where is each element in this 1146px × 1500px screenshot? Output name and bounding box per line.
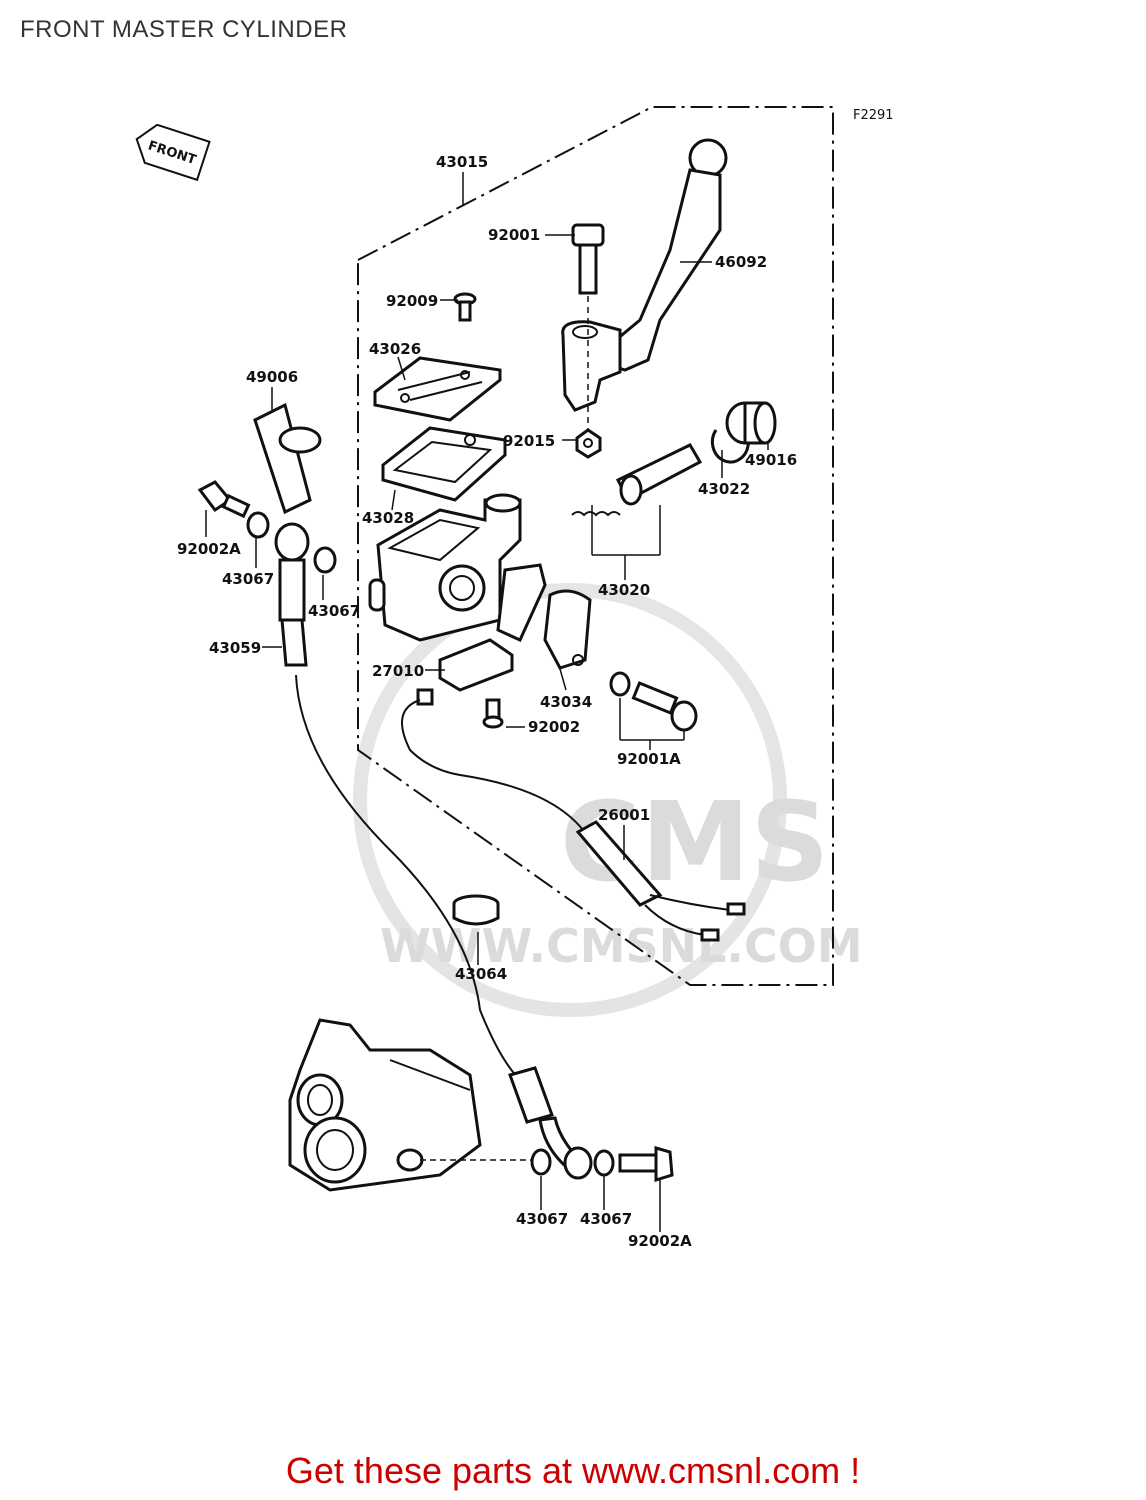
part-label-43067-a: 43067: [222, 570, 274, 588]
handlebar-clamp: [496, 563, 592, 670]
reservoir-diaphragm: [381, 426, 507, 502]
assembly-boundary: [357, 106, 834, 986]
part-labels: 43015 92001 46092 92009 43026 49006 9201…: [177, 153, 797, 1250]
reservoir-cap: [373, 356, 502, 422]
piston-kit: [571, 443, 703, 580]
part-label-43067-b: 43067: [308, 602, 360, 620]
pivot-bolt: [571, 223, 605, 430]
cap-screw: [453, 292, 477, 322]
part-label-43067-c: 43067: [516, 1210, 568, 1228]
lever-nut: [575, 428, 602, 459]
banjo-bolt-bottom: [618, 1146, 674, 1183]
part-label-43059: 43059: [209, 639, 261, 657]
switch-screw: [482, 698, 504, 729]
part-label-43034: 43034: [540, 693, 592, 711]
part-label-92002: 92002: [528, 718, 580, 736]
banjo-fitting: [563, 1146, 593, 1180]
washer-top-left: [246, 511, 270, 539]
leader-lines: [205, 172, 769, 1232]
dust-boot: [725, 401, 777, 445]
part-label-26001: 26001: [598, 806, 650, 824]
reservoir-cover: [253, 402, 322, 515]
master-cylinder-body: [368, 493, 522, 642]
watermark-url-text: WWW.CMSNL.COM: [380, 919, 863, 973]
part-label-46092: 46092: [715, 253, 767, 271]
part-label-92015: 92015: [503, 432, 555, 450]
cms-watermark: CMS WWW.CMSNL.COM: [353, 583, 863, 1017]
washer-bottom-left: [530, 1148, 552, 1176]
part-label-43022: 43022: [698, 480, 750, 498]
front-arrow-label: FRONT: [146, 138, 198, 168]
part-label-92001: 92001: [488, 226, 540, 244]
figure-code: F2291: [853, 108, 894, 123]
part-label-43028: 43028: [362, 509, 414, 527]
part-label-92009: 92009: [386, 292, 438, 310]
washer-top-right: [313, 546, 337, 574]
switch-lead: [575, 820, 746, 942]
part-label-92002a-bottom: 92002A: [628, 1232, 692, 1250]
page-title: FRONT MASTER CYLINDER: [20, 16, 348, 43]
banjo-bolt-top: [197, 480, 251, 519]
part-label-43015: 43015: [436, 153, 488, 171]
part-label-43020: 43020: [598, 581, 650, 599]
grommet: [452, 894, 500, 926]
part-label-92002a-top: 92002A: [177, 540, 241, 558]
footer-promo-link[interactable]: Get these parts at www.cmsnl.com !: [285, 1450, 861, 1491]
part-label-43067-d: 43067: [580, 1210, 632, 1228]
brake-lever: [561, 138, 728, 412]
part-label-49016: 49016: [745, 451, 797, 469]
part-label-92001a: 92001A: [617, 750, 681, 768]
clamp-bolts: [609, 671, 698, 732]
brake-caliper: [288, 1018, 482, 1192]
part-label-49006: 49006: [246, 368, 298, 386]
part-label-43026: 43026: [369, 340, 421, 358]
washer-bottom-right: [593, 1149, 615, 1177]
part-label-43064: 43064: [455, 965, 507, 983]
part-label-27010: 27010: [372, 662, 424, 680]
front-direction-arrow: FRONT: [135, 123, 211, 182]
